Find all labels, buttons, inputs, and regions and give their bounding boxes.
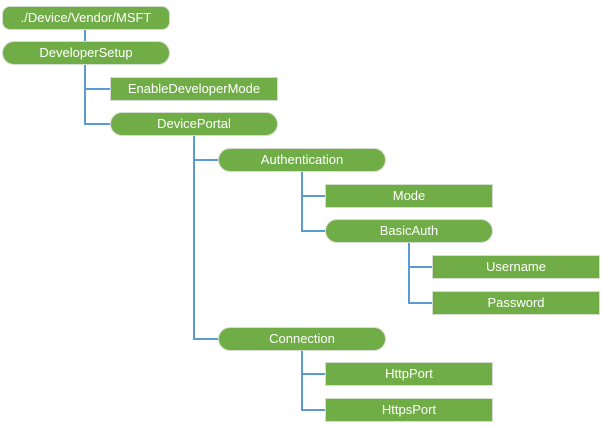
node-username: Username (432, 255, 600, 279)
connector-trunk-basicauth (408, 243, 410, 304)
connector-branch-enabledevelopermode (84, 88, 110, 90)
node-deviceportal: DevicePortal (110, 112, 278, 136)
connector-root-to-developersetup (84, 30, 86, 41)
connector-trunk-connection (301, 351, 303, 411)
connector-branch-basicauth (301, 230, 325, 232)
connector-trunk-deviceportal (193, 136, 195, 340)
node-authentication: Authentication (218, 148, 386, 172)
connector-branch-httpsport (301, 409, 325, 411)
node-httpsport: HttpsPort (325, 398, 493, 422)
connector-branch-authentication (193, 159, 218, 161)
connector-branch-httpport (301, 373, 325, 375)
node-httpport: HttpPort (325, 362, 493, 386)
node-connection: Connection (218, 327, 386, 351)
connector-branch-username (408, 266, 432, 268)
connector-trunk-developersetup (84, 65, 86, 125)
connector-branch-deviceportal (84, 123, 110, 125)
node-password: Password (432, 291, 600, 315)
node-device-vendor-msft: ./Device/Vendor/MSFT (2, 6, 170, 30)
node-mode: Mode (325, 184, 493, 208)
connector-branch-connection (193, 338, 218, 340)
node-developersetup: DeveloperSetup (2, 41, 170, 65)
node-enabledevelopermode: EnableDeveloperMode (110, 77, 278, 101)
connector-branch-mode (301, 195, 325, 197)
connector-branch-password (408, 302, 432, 304)
connector-trunk-authentication (301, 172, 303, 232)
node-basicauth: BasicAuth (325, 219, 493, 243)
